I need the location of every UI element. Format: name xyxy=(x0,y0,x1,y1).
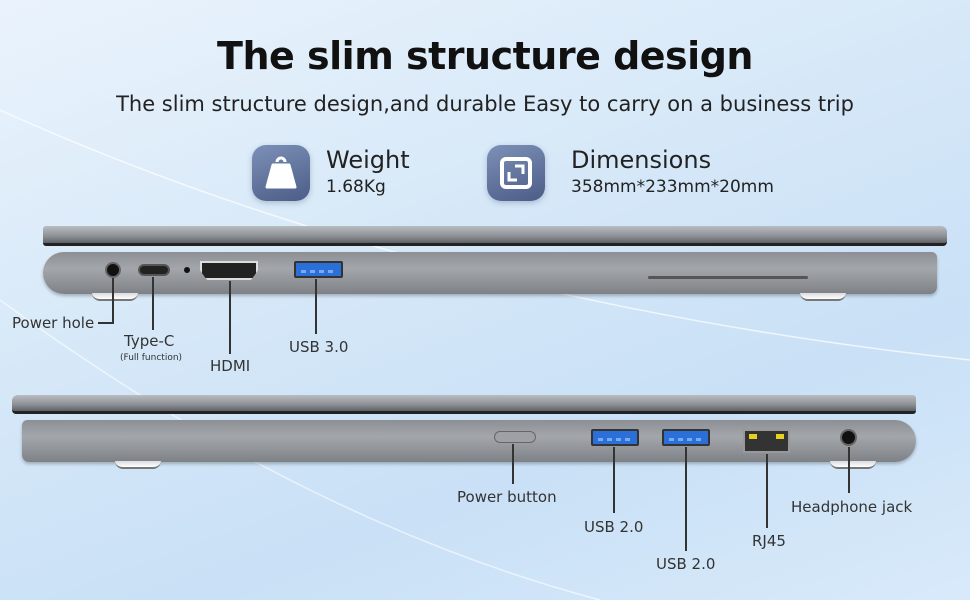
rj45-port xyxy=(743,429,790,453)
type-c-port xyxy=(138,264,170,276)
page-title: The slim structure design xyxy=(217,34,753,78)
leader-line xyxy=(848,447,850,493)
usb3-port xyxy=(294,261,343,278)
usb2-a-label: USB 2.0 xyxy=(584,518,644,536)
leader-line xyxy=(315,279,317,334)
vent-slot xyxy=(648,276,808,279)
laptop-foot xyxy=(115,461,161,469)
hdmi-port xyxy=(200,261,258,280)
headphone-jack-port xyxy=(840,429,857,446)
hdmi-label: HDMI xyxy=(210,357,251,375)
laptop-foot xyxy=(92,293,138,301)
leader-line xyxy=(98,322,114,324)
leader-line xyxy=(613,447,615,513)
headphone-jack-label: Headphone jack xyxy=(791,498,913,516)
laptop-lid-left-view xyxy=(43,226,947,246)
leader-line xyxy=(685,447,687,551)
leader-line xyxy=(766,454,768,528)
leader-line xyxy=(152,277,154,330)
type-c-note: (Full function) xyxy=(120,353,183,363)
usb3-label: USB 3.0 xyxy=(289,338,349,356)
leader-line xyxy=(512,444,514,484)
power-hole-label: Power hole xyxy=(12,314,95,332)
leader-line xyxy=(229,281,231,354)
power-hole-port xyxy=(105,262,121,278)
usb2-port-b xyxy=(662,429,710,446)
dimensions-value: 358mm*233mm*20mm xyxy=(571,177,774,197)
dimensions-icon xyxy=(487,145,545,201)
weight-value: 1.68Kg xyxy=(326,177,386,197)
indicator-led xyxy=(184,267,190,273)
power-button xyxy=(494,431,536,443)
leader-line xyxy=(112,278,114,324)
usb2-port-a xyxy=(591,429,639,446)
laptop-lid-right-view xyxy=(12,395,916,414)
page-subtitle: The slim structure design,and durable Ea… xyxy=(116,92,854,116)
laptop-foot xyxy=(800,293,846,301)
usb2-b-label: USB 2.0 xyxy=(656,555,716,573)
type-c-label: Type-C xyxy=(124,332,175,350)
weight-icon xyxy=(252,145,310,201)
laptop-base-left-view xyxy=(43,252,937,294)
laptop-foot xyxy=(830,461,876,469)
background-arc xyxy=(0,299,601,600)
dimensions-label: Dimensions xyxy=(571,146,712,174)
weight-label: Weight xyxy=(326,146,410,174)
rj45-label: RJ45 xyxy=(752,532,786,550)
power-button-label: Power button xyxy=(457,488,557,506)
